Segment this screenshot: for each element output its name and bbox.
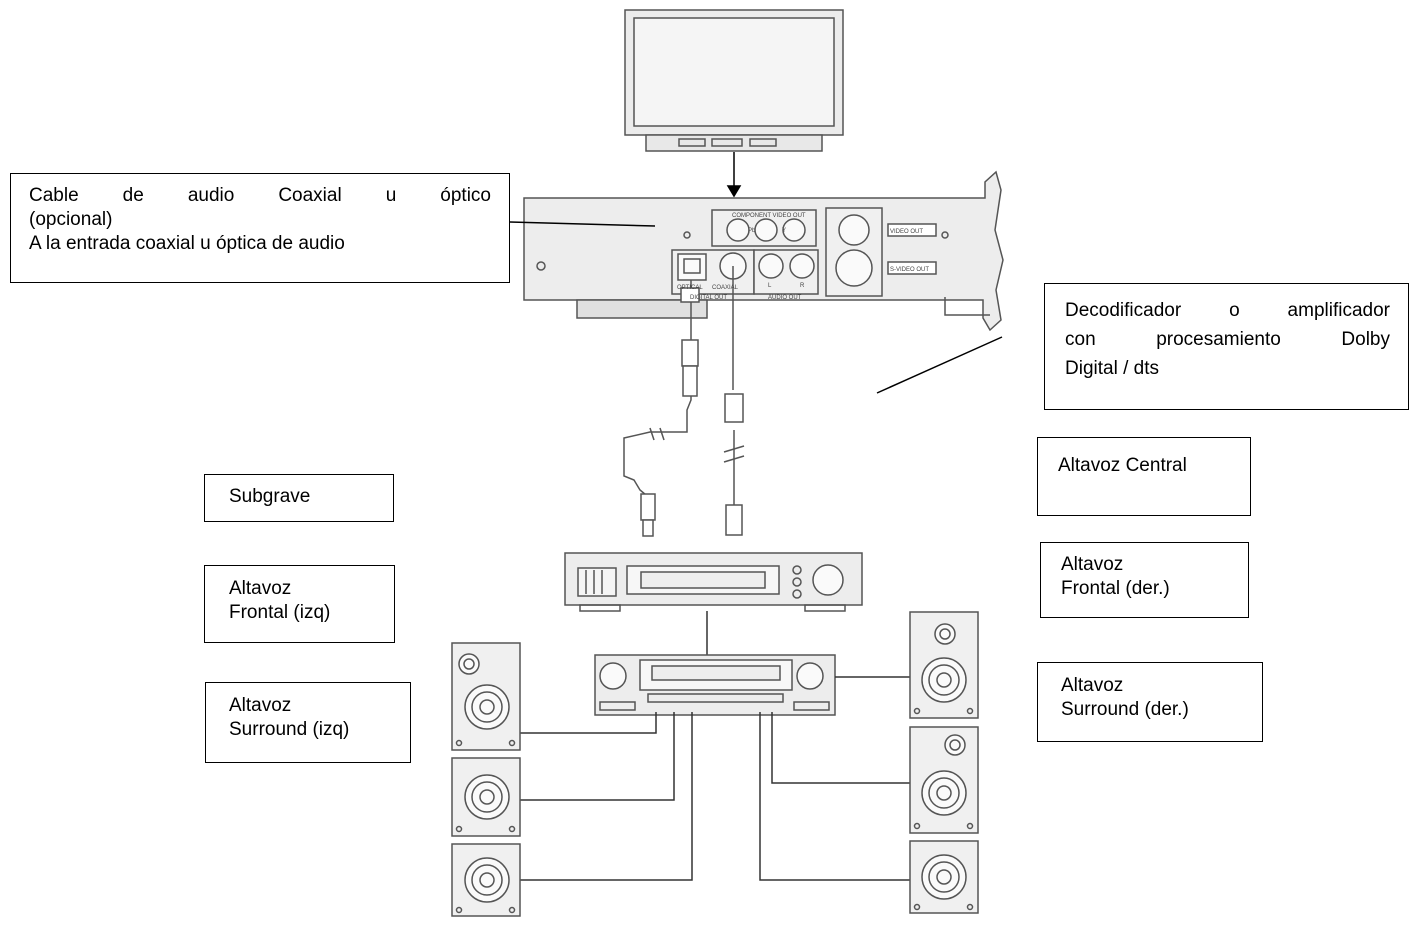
panel-label-audio-r: R [800, 283, 805, 289]
label-surround-left-line2: Surround (izq) [229, 719, 350, 740]
panel-label-optical: OPTICAL [677, 285, 703, 291]
tv-illustration [624, 9, 844, 152]
label-front-right: Altavoz Frontal (der.) [1040, 542, 1249, 618]
panel-label-digital-out: DIGITAL OUT [690, 295, 727, 301]
label-subwoofer-line1: Subgrave [229, 486, 311, 507]
speaker-center [909, 611, 979, 719]
label-decoder-line3: Digital / dts [1065, 358, 1159, 379]
speaker-right-surround [909, 840, 979, 914]
coaxial-cable [723, 266, 745, 536]
label-front-right-line1: Altavoz [1061, 554, 1124, 575]
panel-label-audio-l: L [768, 283, 772, 289]
label-cable-line3: A la entrada coaxial u óptica de audio [29, 233, 345, 254]
tv-connection-arrow [726, 152, 742, 198]
cable-leader-line [509, 221, 656, 227]
panel-label-coaxial: COAXIAL [712, 285, 739, 291]
label-surround-left: Altavoz Surround (izq) [205, 682, 411, 763]
speaker-left-surround [451, 757, 521, 837]
label-front-left-line1: Altavoz [229, 578, 292, 599]
label-surround-right-line2: Surround (der.) [1061, 699, 1189, 720]
label-surround-right: Altavoz Surround (der.) [1037, 662, 1263, 742]
label-cable-line2: (opcional) [29, 209, 113, 230]
speaker-left-front [451, 642, 521, 751]
panel-label-audio-out: AUDIO OUT [768, 295, 802, 301]
panel-label-svideo-out: S-VIDEO OUT [890, 267, 929, 273]
label-front-right-line2: Frontal (der.) [1061, 578, 1170, 599]
label-cable-line1: Cable de audio Coaxial u óptico [29, 185, 491, 206]
panel-label-component-video-out: COMPONENT VIDEO OUT [732, 213, 806, 219]
label-center-speaker: Altavoz Central [1037, 437, 1251, 516]
av-amplifier [594, 654, 836, 716]
decoder-unit [564, 552, 863, 612]
speaker-right-front [909, 726, 979, 834]
optical-cable [623, 280, 700, 537]
panel-label-pb: Pb [748, 228, 756, 234]
dvd-player-rear-panel [523, 170, 1004, 332]
label-front-left: Altavoz Frontal (izq) [204, 565, 395, 643]
label-subwoofer: Subgrave [204, 474, 394, 522]
speaker-wires [520, 676, 910, 881]
decoder-leader-line [876, 336, 1003, 394]
label-decoder-line1: Decodificador o amplificador [1065, 300, 1390, 321]
panel-label-video-out: VIDEO OUT [890, 229, 923, 235]
label-center-line1: Altavoz Central [1058, 455, 1187, 476]
label-surround-right-line1: Altavoz [1061, 675, 1124, 696]
label-front-left-line2: Frontal (izq) [229, 602, 331, 623]
label-decoder-line2: con procesamiento Dolby [1065, 329, 1390, 350]
label-surround-left-line1: Altavoz [229, 695, 292, 716]
label-decoder: Decodificador o amplificador con procesa… [1044, 283, 1409, 410]
label-cable: Cable de audio Coaxial u óptico (opciona… [10, 173, 510, 283]
panel-label-y: Y [782, 228, 786, 234]
speaker-subwoofer [451, 843, 521, 917]
